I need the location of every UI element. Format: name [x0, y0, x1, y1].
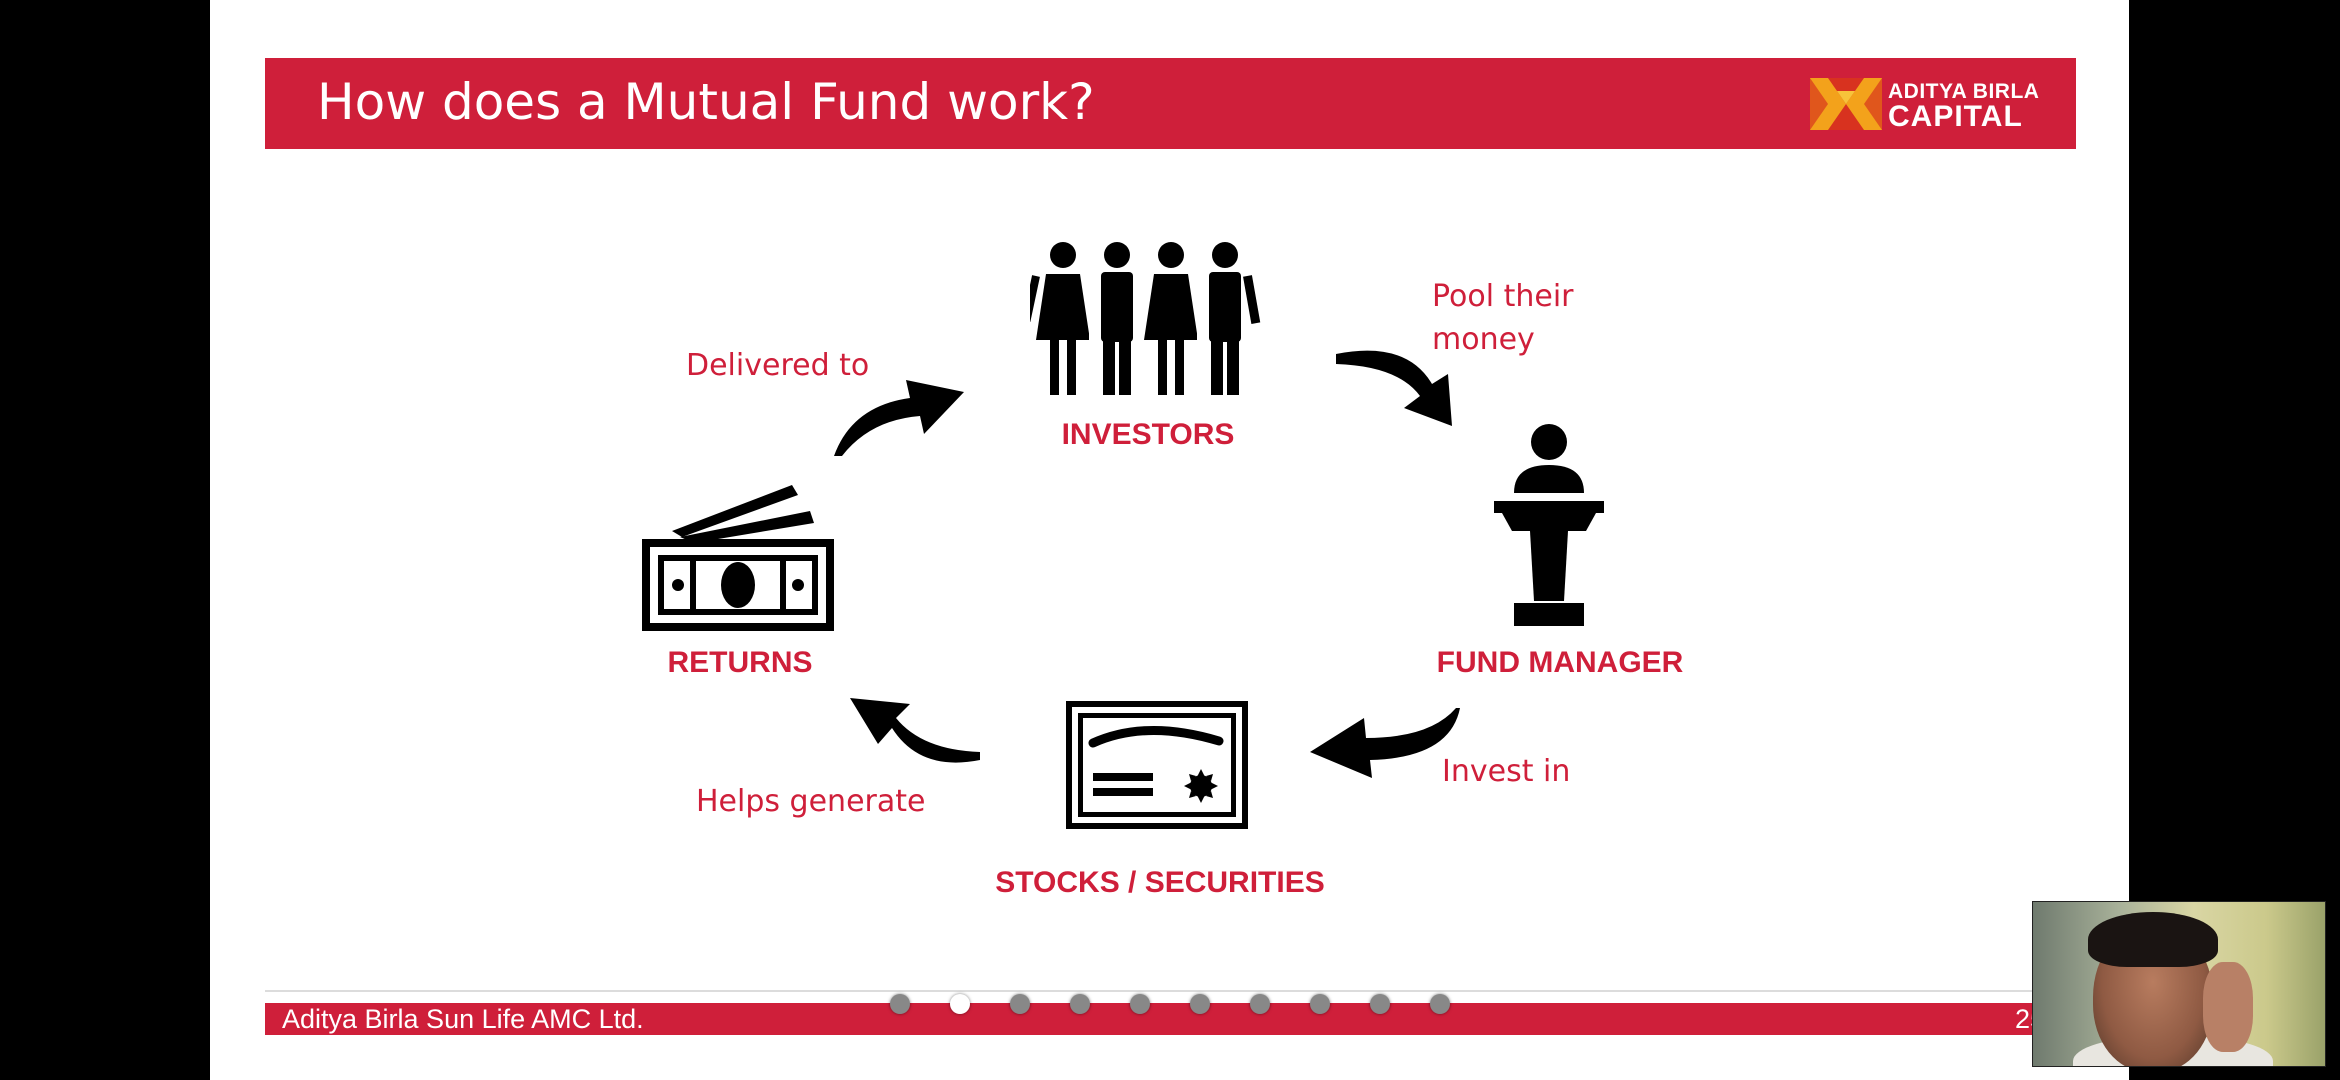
slide: How does a Mutual Fund work? ADITYA BIRL… — [210, 0, 2129, 1080]
arrow-label-delivered: Delivered to — [686, 348, 870, 383]
slide-title: How does a Mutual Fund work? — [317, 73, 1095, 131]
curved-arrow-icon — [1310, 708, 1460, 778]
pagination-dot[interactable] — [1430, 994, 1450, 1014]
footer-company: Aditya Birla Sun Life AMC Ltd. — [282, 1004, 644, 1034]
pagination-dot[interactable] — [1190, 994, 1210, 1014]
pagination-dot[interactable] — [890, 994, 910, 1014]
curved-arrow-icon — [834, 380, 964, 456]
pagination-dot[interactable] — [1250, 994, 1270, 1014]
webcam-presenter-hand — [2203, 962, 2253, 1052]
money-bills-icon — [642, 485, 834, 631]
investors-group-icon — [1030, 242, 1261, 395]
stock-certificate-icon — [1066, 701, 1248, 829]
node-label-investors: INVESTORS — [1061, 418, 1235, 451]
arrow-label-pool-line1: Pool their — [1432, 279, 1574, 314]
arrow-label-pool-line2: money — [1432, 322, 1535, 357]
curved-arrow-icon — [1336, 350, 1452, 426]
pagination-dot[interactable] — [1010, 994, 1030, 1014]
logo-text-bottom: CAPITAL — [1888, 100, 2023, 133]
node-label-stocks: STOCKS / SECURITIES — [995, 866, 1325, 899]
pagination-dot[interactable] — [1370, 994, 1390, 1014]
webcam-video[interactable] — [2032, 901, 2326, 1067]
webcam-presenter-hair — [2088, 912, 2218, 967]
footer-bar: Aditya Birla Sun Life AMC Ltd. 25 — [265, 1003, 2076, 1035]
curved-arrow-icon — [850, 698, 980, 763]
node-label-fund-manager: FUND MANAGER — [1436, 646, 1684, 679]
pagination-dot[interactable] — [1130, 994, 1150, 1014]
arrow-label-invest: Invest in — [1442, 754, 1571, 789]
pagination-dot[interactable] — [1070, 994, 1090, 1014]
footer-divider — [265, 990, 2076, 992]
aditya-birla-logo: ADITYA BIRLA CAPITAL — [1810, 78, 2040, 133]
pagination-dot-active[interactable] — [950, 994, 970, 1014]
node-label-returns: RETURNS — [667, 646, 813, 679]
logo-mark-icon — [1810, 78, 1882, 130]
arrow-label-helps: Helps generate — [696, 784, 926, 819]
title-bar: How does a Mutual Fund work? ADITYA BIRL… — [265, 58, 2076, 149]
logo-text-top: ADITYA BIRLA — [1888, 80, 2040, 103]
fund-manager-podium-icon — [1494, 424, 1604, 626]
pagination-dot[interactable] — [1310, 994, 1330, 1014]
